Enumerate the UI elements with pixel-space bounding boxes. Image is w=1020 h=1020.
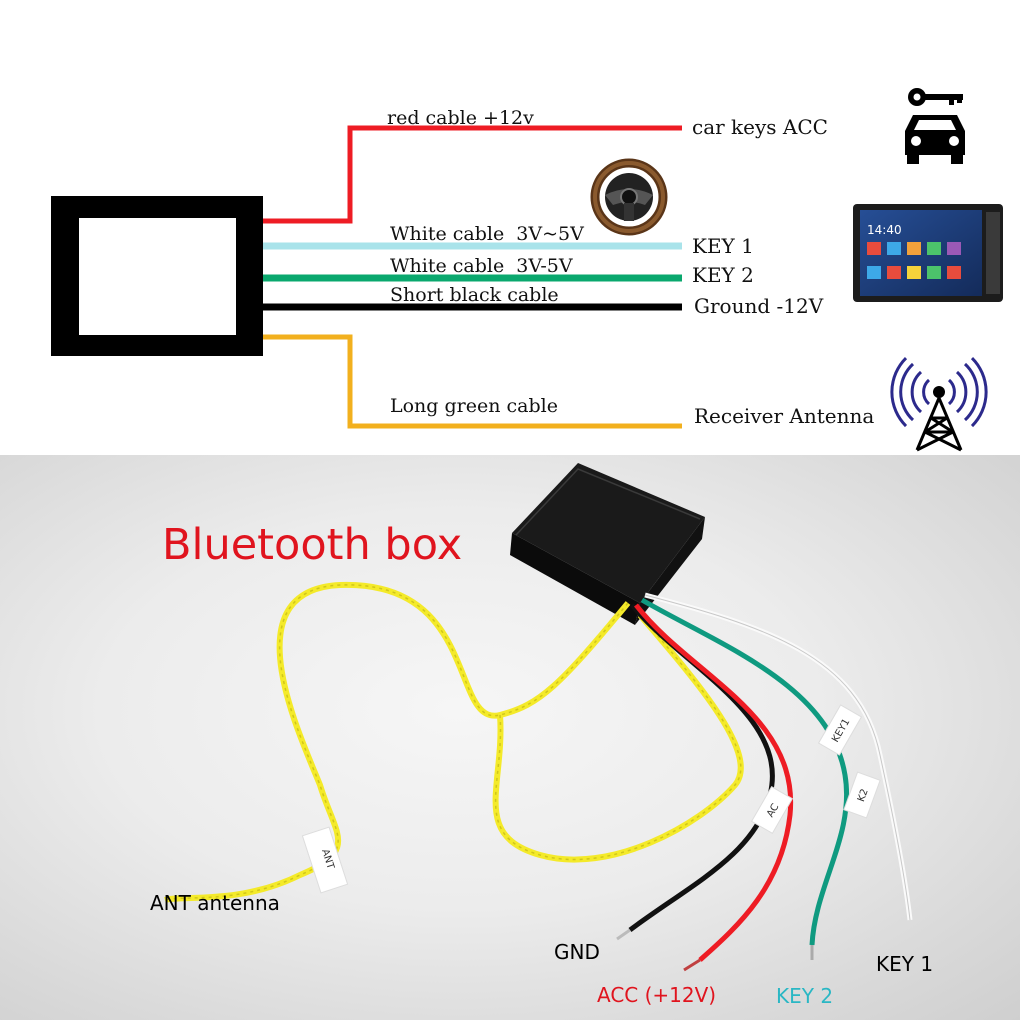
bluetooth-box-title: Bluetooth box (162, 520, 463, 570)
stereo-clock: 14:40 (867, 223, 902, 237)
photo-scene: ANT KEY1 K2 AC (164, 463, 913, 972)
car-keys-acc-label: car keys ACC (692, 115, 828, 139)
ground-label: Ground -12V (694, 294, 824, 318)
gnd-label: GND (554, 940, 600, 964)
red-wire-label: red cable +12v (387, 107, 534, 129)
bluetooth-box-photo: ANT KEY1 K2 AC ANT antenna GND ACC (+12V… (0, 455, 1020, 1020)
steering-wheel-icon (590, 158, 668, 236)
key1-label: KEY 1 (692, 234, 754, 258)
ant-antenna-label: ANT antenna (150, 891, 280, 915)
key2-tag-text: K2 (856, 788, 871, 804)
module-box-window (79, 218, 236, 335)
orange-wire-label: Long green cable (390, 395, 558, 417)
black-wire-label: Short black cable (390, 284, 559, 306)
acc-label: ACC (+12V) (597, 983, 717, 1007)
wiring-diagram: red cable +12v White cable 3V~5V White c… (51, 88, 1003, 452)
white-wire-photo (644, 592, 913, 921)
orange-wire (263, 334, 682, 429)
red-wire (263, 125, 682, 224)
green-wire-photo (640, 597, 849, 946)
white2-wire-label: White cable 3V-5V (390, 255, 573, 277)
antenna-icon (890, 356, 988, 452)
car-stereo-icon: 14:40 (853, 204, 1003, 302)
white1-wire-label: White cable 3V~5V (390, 223, 584, 245)
acc-tag: AC (750, 785, 794, 835)
key1-tag: KEY1 (817, 704, 863, 756)
car-key-icon (905, 88, 965, 164)
key2-photo-label: KEY 2 (776, 984, 834, 1008)
receiver-antenna-label: Receiver Antenna (694, 404, 874, 428)
key2-label: KEY 2 (692, 263, 754, 287)
key1-photo-label: KEY 1 (876, 952, 934, 976)
key2-tag: K2 (843, 771, 881, 819)
ant-tag: ANT (301, 826, 349, 894)
black-wire-photo (628, 603, 775, 933)
